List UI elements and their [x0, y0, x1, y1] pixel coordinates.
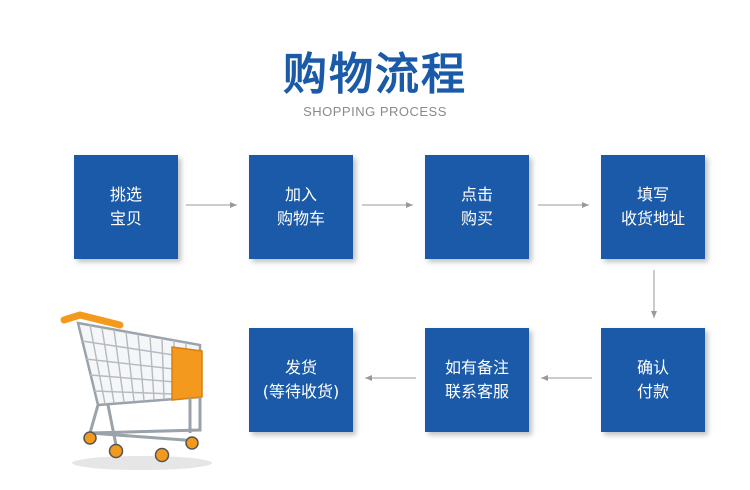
step-label-line2: 联系客服: [444, 382, 509, 401]
step-confirm-payment: 确认 付款: [601, 328, 705, 432]
step-fill-address: 填写 收货地址: [601, 155, 705, 259]
step-contact-service: 如有备注 联系客服: [425, 328, 529, 432]
step-label-line2: 收货地址: [620, 209, 685, 228]
step-add-to-cart: 加入 购物车: [249, 155, 353, 259]
step-label-line1: 填写: [636, 185, 669, 204]
page-subtitle: SHOPPING PROCESS: [303, 104, 447, 119]
shopping-cart-icon: [60, 311, 212, 470]
step-label-line2: 购物车: [276, 209, 325, 228]
step-label-line2: 宝贝: [109, 209, 142, 228]
step-label-line1: 挑选: [109, 185, 142, 204]
step-label-line1: 发货: [284, 358, 317, 377]
page-title: 购物流程: [283, 49, 467, 100]
step-label-line1: 点击: [460, 185, 493, 204]
step-click-buy: 点击 购买: [425, 155, 529, 259]
step-label-line1: 加入: [284, 185, 317, 204]
step-label-line2: 购买: [460, 209, 493, 228]
step-label-line1: 确认: [636, 358, 669, 377]
step-ship-goods: 发货 (等待收货): [249, 328, 353, 432]
step-select-item: 挑选 宝贝: [74, 155, 178, 259]
step-label-line2: 付款: [636, 382, 669, 401]
step-label-line2: (等待收货): [262, 382, 340, 401]
step-label-line1: 如有备注: [444, 358, 509, 377]
